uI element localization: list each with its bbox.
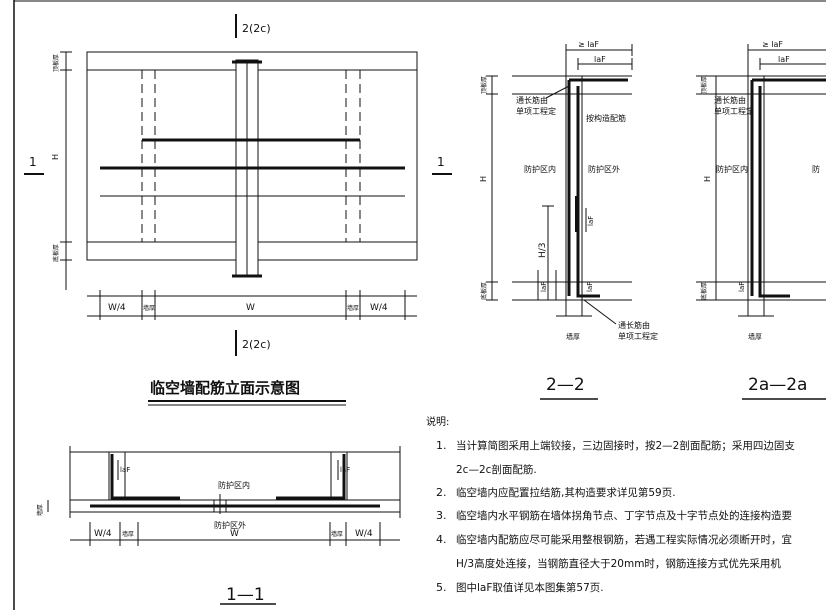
note-text-4: 临空墙内配筋应尽可能采用整根钢筋，若遇工程实际情况必须断开时，宜 — [456, 533, 792, 546]
dim-w4-right: W/4 — [370, 303, 388, 313]
s22-continuous-bot-2: 单项工程定 — [618, 331, 658, 341]
s2a-outside: 防 — [812, 164, 820, 174]
s22-title: 2—2 — [546, 375, 585, 395]
note-num-1: 1. — [436, 439, 447, 452]
s22-dim-laf-top2: laF — [594, 55, 606, 64]
dim-w: W — [246, 303, 255, 313]
s22-label-floor: 底板厚 — [480, 282, 488, 300]
s11-laf-right: laF — [340, 466, 350, 474]
s22-structural: 按构造配筋 — [586, 113, 626, 123]
section-mark-left: 1 — [29, 155, 37, 169]
s11-laf-left: laF — [120, 466, 130, 474]
s2a-dim-laf-top2: laF — [778, 55, 790, 64]
s11-dim-wall-right: 墙厚 — [331, 530, 343, 538]
s22-wall: 墙厚 — [566, 332, 580, 341]
s11-dim-wall-left: 墙厚 — [122, 530, 134, 538]
s11-wall: 墙厚 — [36, 504, 44, 516]
s2a-label-h: H — [703, 176, 712, 182]
label-bottom-thickness: 底板厚 — [52, 244, 60, 262]
section-mark-top: 2(2c) — [242, 22, 271, 35]
s2a-label-roof: 顶板厚 — [700, 76, 708, 94]
s22-continuous-top-2: 单项工程定 — [516, 106, 556, 116]
s11-dim-w: W — [230, 529, 239, 539]
s22-laf-bot2: laF — [586, 282, 594, 292]
s22-h3: H/3 — [538, 242, 548, 258]
s22-label-h: H — [479, 176, 488, 182]
s2a-continuous-top-2: 单项工程定 — [714, 106, 754, 116]
s11-title: 1—1 — [226, 585, 265, 605]
section-1-1-view: laF laF 防护区内 防护区外 墙厚 W/4 墙厚 W 墙厚 W/4 1—1 — [36, 446, 401, 605]
elevation-view: 2(2c) 顶板厚 H 底板厚 1 1 — [24, 14, 452, 406]
s11-dim-w4-left: W/4 — [94, 529, 112, 539]
note-num-4: 4. — [436, 533, 447, 546]
s2a-label-floor: 底板厚 — [700, 282, 708, 300]
notes-block: 说明: 1. 当计算简图采用上端铰接，三边固接时，按2—2剖面配筋；采用四边固支… — [426, 415, 795, 594]
note-text-4b: H/3高度处连接，当钢筋直径大于20mm时，钢筋连接方式优先采用机 — [456, 557, 781, 570]
label-h: H — [51, 154, 60, 160]
s22-label-roof: 顶板厚 — [480, 76, 488, 94]
s22-inside: 防护区内 — [524, 164, 556, 174]
dim-w4-left: W/4 — [108, 303, 126, 313]
s22-dim-laf-top: ≥ laF — [578, 40, 599, 49]
section-2-2-view: ≥ laF laF 顶板厚 H 底板厚 通长筋由 单项工程定 按构造配筋 防护区… — [479, 40, 658, 400]
note-text-5: 图中laF取值详见本图集第57页. — [456, 581, 604, 594]
s11-dim-w4-right: W/4 — [355, 529, 373, 539]
s11-inside: 防护区内 — [218, 480, 250, 490]
s2a-inside: 防护区内 — [716, 164, 748, 174]
label-top-thickness: 顶板厚 — [52, 54, 60, 72]
s2a-continuous-top-1: 通长筋由 — [714, 95, 746, 105]
s2a-wall: 墙厚 — [748, 332, 762, 341]
notes-heading: 说明: — [426, 415, 449, 428]
s2a-laf-bot: laF — [738, 282, 746, 292]
s22-continuous-bot-1: 通长筋由 — [618, 320, 650, 330]
note-num-3: 3. — [436, 509, 447, 522]
dim-wall-left: 墙厚 — [143, 304, 155, 312]
elevation-title: 临空墙配筋立面示意图 — [150, 379, 300, 397]
note-text-1b: 2c—2c剖面配筋. — [456, 463, 537, 476]
s11-outside: 防护区外 — [214, 520, 246, 530]
note-num-5: 5. — [436, 581, 447, 594]
note-num-2: 2. — [436, 486, 447, 499]
note-text-2: 临空墙内应配置拉结筋,其构造要求详见第59页. — [456, 486, 676, 499]
section-mark-right: 1 — [437, 155, 445, 169]
s22-continuous-top-1: 通长筋由 — [516, 95, 548, 105]
dim-wall-right: 墙厚 — [347, 304, 359, 312]
note-text-3: 临空墙内水平钢筋在墙体拐角节点、丁字节点及十字节点处的连接构造要 — [456, 509, 792, 522]
section-2a-2a-view: ≥ laF laF 顶板厚 H 底板厚 通长筋由 单项工程定 防护区内 防 la… — [696, 40, 826, 400]
s22-laf-mid: laF — [587, 216, 595, 226]
s2a-dim-laf-top: ≥ laF — [762, 40, 783, 49]
s22-outside: 防护区外 — [588, 164, 620, 174]
note-text-1: 当计算简图采用上端铰接，三边固接时，按2—2剖面配筋；采用四边固支 — [456, 439, 795, 452]
s22-laf-bot1: laF — [540, 282, 548, 292]
s2a-title: 2a—2a — [748, 375, 807, 395]
section-mark-bottom: 2(2c) — [242, 338, 271, 351]
